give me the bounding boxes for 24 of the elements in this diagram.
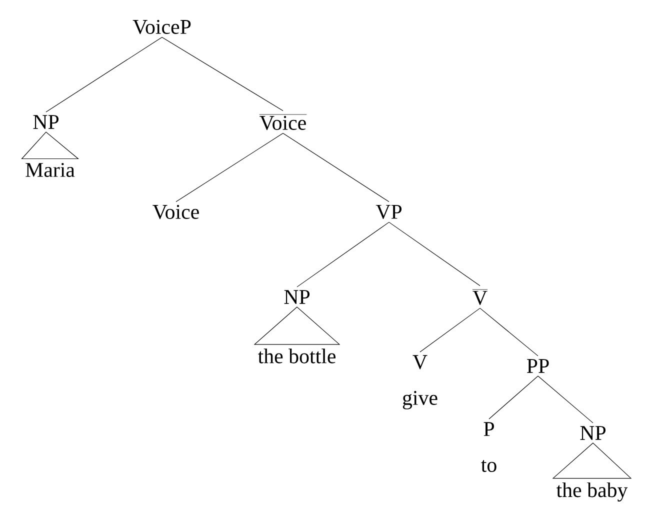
phrase-text: the bottle <box>258 348 336 364</box>
tree-branch <box>420 308 480 352</box>
category-label: Voice <box>259 114 307 130</box>
phrase-text: the baby <box>556 482 628 502</box>
tree-branch <box>296 222 390 288</box>
phrase-text: Maria <box>26 162 75 178</box>
category-label: VoiceP <box>132 20 191 34</box>
category-label: NP <box>580 426 606 440</box>
tree-branch <box>162 36 284 112</box>
category-label: Voice <box>152 204 199 220</box>
tree-branch <box>282 132 390 202</box>
tree-branch <box>46 36 162 112</box>
category-label: NP <box>284 290 310 304</box>
category-label: VP <box>376 204 402 219</box>
category-label: PP <box>526 359 549 373</box>
tree-branch <box>480 308 538 356</box>
tree-branch <box>538 376 594 424</box>
category-label: V give <box>402 355 438 410</box>
category-label: V <box>472 289 488 305</box>
category-label: P to <box>481 422 496 472</box>
tree-branch <box>388 222 480 286</box>
tree-branch <box>488 376 538 420</box>
category-label: NP <box>33 115 59 129</box>
tree-branch <box>176 132 284 202</box>
